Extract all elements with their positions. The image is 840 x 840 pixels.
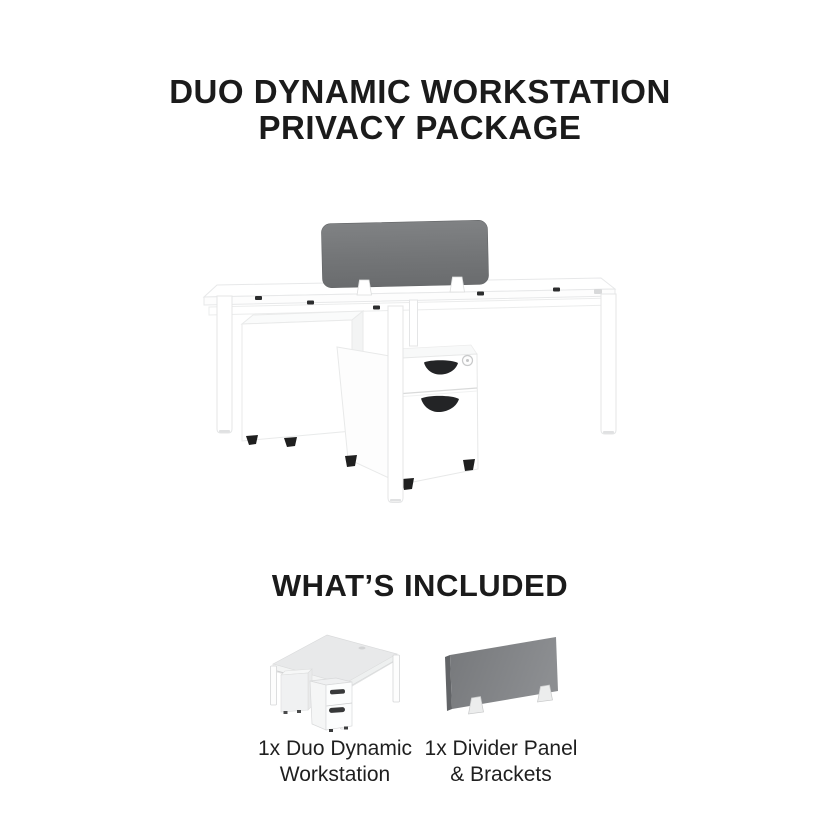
pedestal-rear-feet bbox=[246, 435, 297, 447]
desk-leg-front bbox=[387, 305, 404, 503]
included-item-workstation-line2: Workstation bbox=[279, 763, 391, 786]
drawer-handle-top bbox=[424, 360, 458, 375]
desk-leg-feet bbox=[219, 430, 614, 434]
desk-edge-clips bbox=[255, 287, 602, 310]
thumbnail-pedestal-rear bbox=[280, 668, 313, 713]
pedestal-front bbox=[336, 344, 479, 490]
thumbnail-bracket-right bbox=[537, 684, 553, 703]
hero-workstation-illustration bbox=[202, 220, 617, 503]
included-item-divider-label: 1x Divider Panel & Brackets bbox=[412, 736, 590, 788]
page-title-line1: DUO DYNAMIC WORKSTATION bbox=[169, 73, 671, 110]
divider-panel bbox=[321, 220, 489, 296]
included-item-workstation-line1: 1x Duo Dynamic bbox=[257, 737, 413, 760]
divider-panel-thumbnail-icon bbox=[445, 637, 558, 715]
desk-legs bbox=[216, 293, 617, 435]
included-heading: WHAT’S INCLUDED bbox=[271, 568, 569, 603]
included-item-workstation-label: 1x Duo Dynamic Workstation bbox=[245, 736, 425, 788]
included-item-divider-line2: & Brackets bbox=[450, 763, 552, 786]
pedestal-front-feet bbox=[345, 455, 475, 490]
divider-bracket-left bbox=[356, 279, 372, 296]
drawer-handle-bottom bbox=[421, 395, 459, 413]
page-title: DUO DYNAMIC WORKSTATION PRIVACY PACKAGE bbox=[0, 74, 840, 146]
page-title-line2: PRIVACY PACKAGE bbox=[258, 109, 582, 146]
divider-bracket-right bbox=[449, 276, 465, 293]
thumbnail-bracket-left bbox=[468, 696, 484, 715]
included-item-divider-line1: 1x Divider Panel bbox=[424, 737, 578, 760]
workstation-thumbnail-icon bbox=[270, 634, 400, 732]
